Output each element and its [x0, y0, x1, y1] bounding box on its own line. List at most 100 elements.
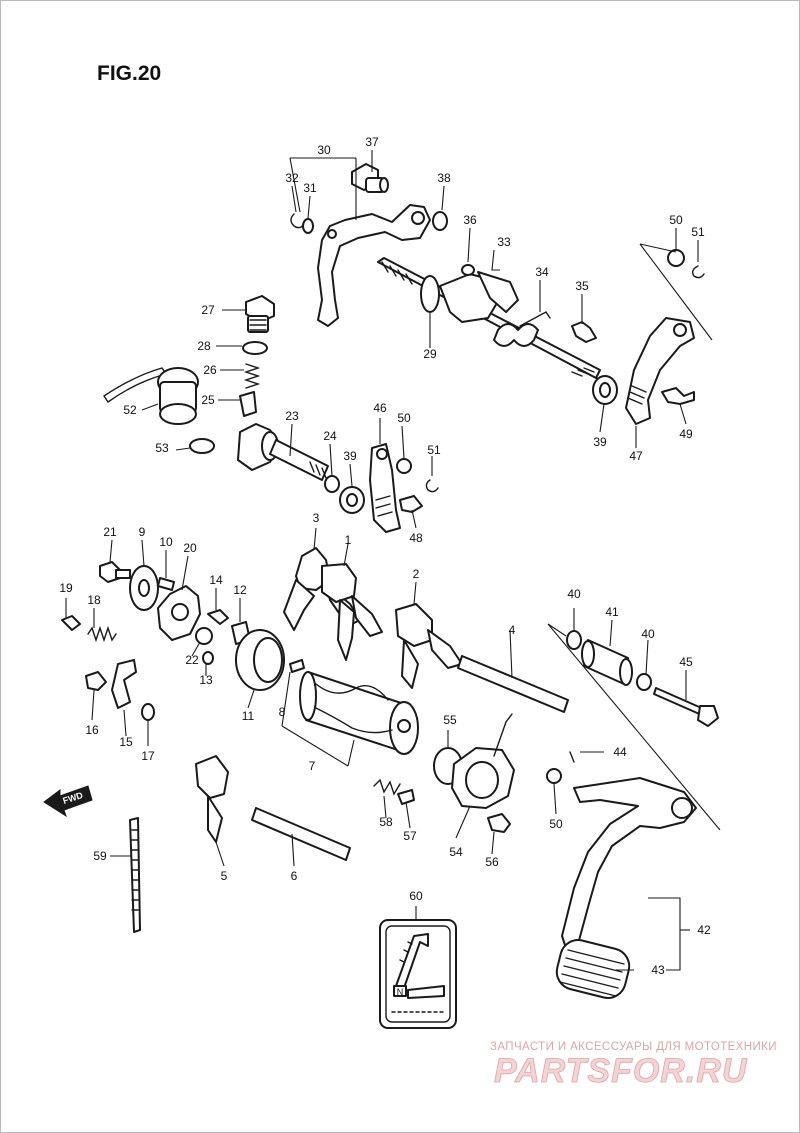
washer — [636, 673, 652, 691]
forward-arrow-icon: FWD — [43, 785, 93, 818]
dowel-pin — [157, 577, 175, 591]
callout-number: 14 — [209, 573, 223, 587]
shift-lever — [625, 317, 695, 425]
callout-number: 32 — [285, 171, 299, 185]
spring — [87, 625, 117, 643]
callout-number: 17 — [141, 749, 155, 763]
callout-number: 41 — [605, 605, 619, 619]
nut — [461, 264, 475, 276]
callout-number: 5 — [221, 869, 228, 883]
callout-number: 4 — [509, 623, 516, 637]
callout-number: 50 — [397, 411, 411, 425]
callout-number: 38 — [437, 171, 451, 185]
callout-number: 50 — [669, 213, 683, 227]
lever-bolt — [661, 387, 695, 405]
callout-number: 54 — [449, 845, 463, 859]
washer — [566, 630, 582, 650]
bolt — [85, 671, 107, 691]
washer — [195, 627, 213, 645]
circlip — [290, 213, 305, 229]
gear-position-switch — [451, 713, 515, 809]
callout-number: 26 — [203, 363, 217, 377]
bolt — [487, 813, 511, 833]
callout-number: 1 — [345, 533, 352, 547]
pivot-sleeve — [581, 639, 633, 686]
fork-shaft-6 — [251, 807, 351, 861]
callout-number: 22 — [185, 653, 199, 667]
watermark: ЗАПЧАСТИ И АКСЕССУАРЫ ДЛЯ МОТОТЕХНИКИ PA… — [490, 1041, 777, 1090]
callout-number: 36 — [463, 213, 477, 227]
drum-pin — [289, 659, 305, 673]
gearshift-cam-drum — [299, 671, 419, 755]
callout-number: 24 — [323, 429, 337, 443]
callout-numbers: 3037323138363334355051272826255253292324… — [59, 135, 711, 977]
callout-number: 56 — [485, 855, 499, 869]
callout-number: 10 — [159, 535, 173, 549]
watermark-logo: PARTSFOR.RU — [494, 1052, 748, 1090]
spacer-washer — [302, 218, 314, 234]
callout-number: 35 — [575, 279, 589, 293]
oil-seal — [339, 486, 365, 514]
cam-star-wheel — [157, 585, 201, 641]
callout-number: 60 — [409, 889, 423, 903]
figure-title: FIG.20 — [97, 62, 161, 85]
detent-pin — [239, 391, 257, 417]
callout-number: 40 — [567, 587, 581, 601]
callout-number: 3 — [313, 511, 320, 525]
bolt — [61, 615, 81, 631]
gearshift-shaft — [377, 257, 601, 379]
shift-cam-shaft — [237, 423, 329, 481]
pivot-bolt — [653, 687, 719, 727]
arm-bolt — [571, 321, 597, 343]
washer — [396, 458, 412, 474]
cotter-pin — [569, 751, 575, 763]
shift-fork-2 — [395, 603, 463, 689]
stopper-lever — [111, 659, 137, 709]
washer — [432, 211, 448, 231]
o-ring — [189, 438, 215, 454]
spring — [373, 778, 401, 796]
callout-number: 40 — [641, 627, 655, 641]
callout-number: 49 — [679, 427, 693, 441]
callout-number: 44 — [613, 745, 627, 759]
drain-plug — [245, 295, 275, 333]
callout-number: 47 — [629, 449, 643, 463]
oil-seal — [592, 375, 618, 405]
shift-fork-1 — [321, 563, 383, 661]
circlip — [425, 479, 439, 493]
pivot-bolt — [351, 163, 389, 193]
callout-number: 19 — [59, 581, 73, 595]
washer — [324, 475, 340, 493]
callout-number: 8 — [279, 705, 286, 719]
callout-number: 45 — [679, 655, 693, 669]
callout-number: 31 — [303, 181, 317, 195]
cable-tie — [129, 817, 141, 933]
callout-number: 51 — [427, 443, 441, 457]
callout-number: 12 — [233, 583, 247, 597]
leader-lines — [65, 150, 699, 971]
washer — [202, 651, 214, 665]
neutral-switch — [103, 367, 199, 425]
callout-number: 57 — [403, 829, 417, 843]
spring — [243, 363, 261, 389]
fork-shaft-4 — [457, 655, 569, 713]
callout-number: 48 — [409, 531, 423, 545]
callout-number: 34 — [535, 265, 549, 279]
callout-number: 55 — [443, 713, 457, 727]
shift-arm — [369, 443, 401, 533]
cam-stopper-plate — [129, 565, 159, 611]
callout-number: 21 — [103, 525, 117, 539]
callout-number: 6 — [291, 869, 298, 883]
callout-number: 25 — [201, 393, 215, 407]
callout-number: 27 — [201, 303, 215, 317]
callout-number: 28 — [197, 339, 211, 353]
callout-number: 51 — [691, 225, 705, 239]
callout-number: 15 — [119, 735, 133, 749]
callout-number: 30 — [317, 143, 331, 157]
callout-number: 50 — [549, 817, 563, 831]
cam-bolt — [99, 561, 131, 583]
callout-number: 7 — [309, 759, 316, 773]
circlip — [691, 265, 705, 279]
